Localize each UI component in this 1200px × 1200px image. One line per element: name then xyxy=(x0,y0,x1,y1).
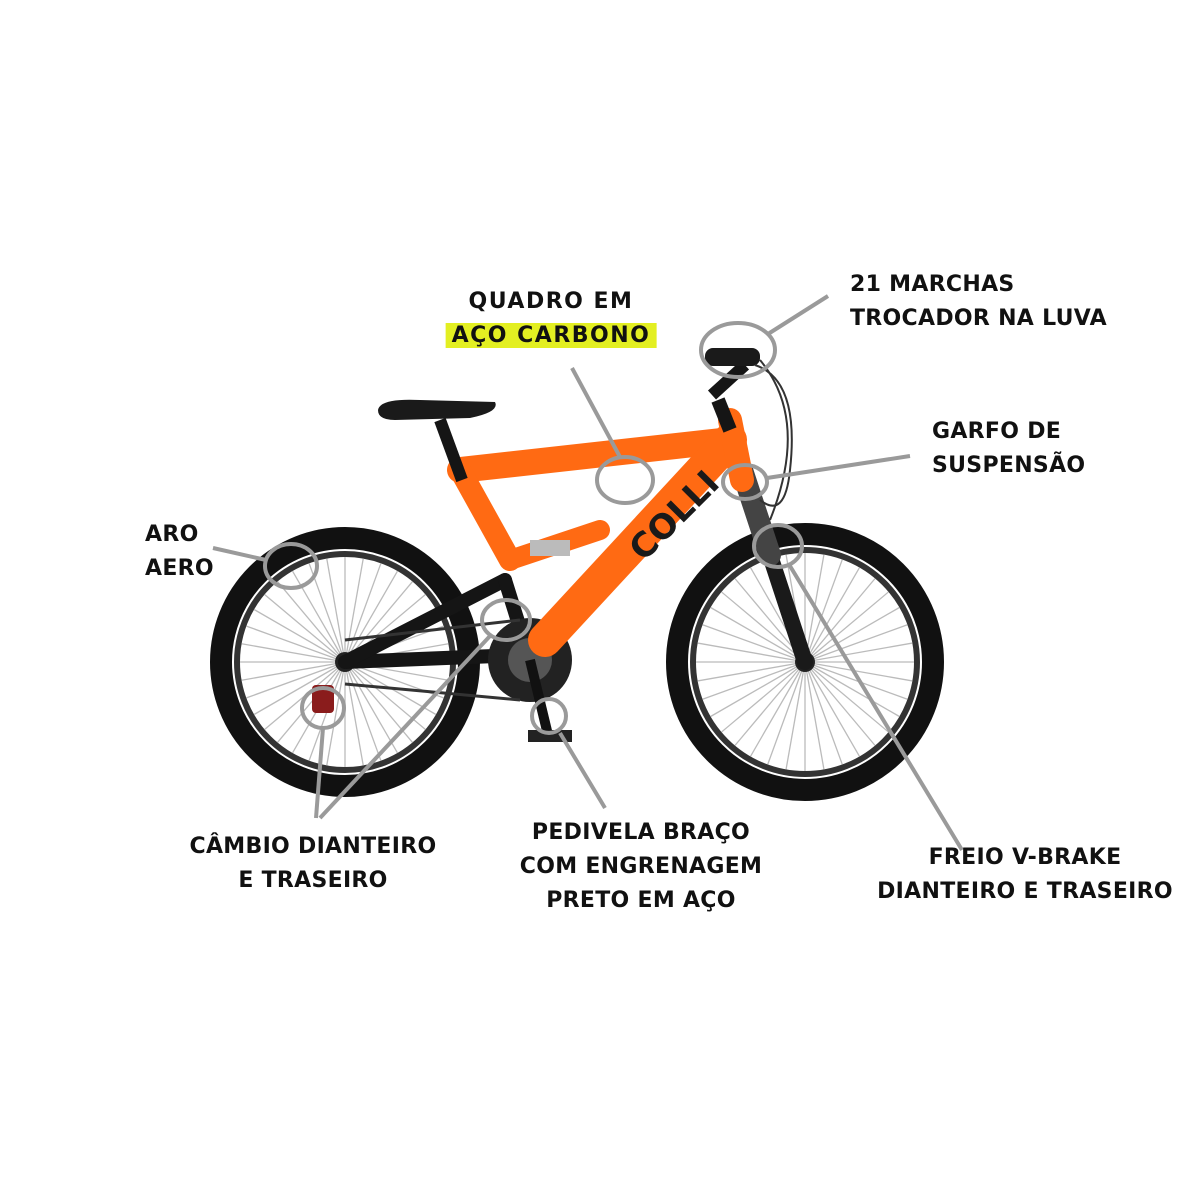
spoke xyxy=(804,661,908,700)
spoke xyxy=(804,567,861,663)
crank-arm xyxy=(525,658,553,737)
spoke xyxy=(785,661,806,770)
spoke xyxy=(264,594,346,663)
spoke xyxy=(697,661,806,682)
callout-rim: ARO AERO xyxy=(145,518,214,586)
callout-text: PRETO EM AÇO xyxy=(546,888,736,913)
callout-frame: QUADRO EM AÇO CARBONO xyxy=(445,285,657,353)
callout-crankset: PEDIVELA BRAÇO COM ENGRENAGEM PRETO EM A… xyxy=(520,816,762,918)
callout-text: AERO xyxy=(145,556,214,581)
spoke xyxy=(804,591,889,663)
callout-brakes: FREIO V-BRAKE DIANTEIRO E TRASEIRO xyxy=(877,841,1173,909)
spoke xyxy=(767,661,806,765)
callout-text: CÂMBIO DIANTEIRO xyxy=(189,834,437,859)
callout-text: FREIO V-BRAKE xyxy=(928,845,1122,870)
callout-text: TROCADOR NA LUVA xyxy=(850,306,1107,331)
spoke xyxy=(326,661,346,766)
spoke xyxy=(804,661,843,765)
spoke xyxy=(344,661,399,754)
spoke xyxy=(241,661,346,681)
spoke xyxy=(804,642,913,663)
spoke xyxy=(721,591,806,663)
callout-shifters: 21 MARCHAS TROCADOR NA LUVA xyxy=(850,268,1107,336)
callout-fork: GARFO DE SUSPENSÃO xyxy=(932,415,1085,483)
rear-derailleur xyxy=(312,685,334,713)
callout-highlight: AÇO CARBONO xyxy=(445,319,657,353)
handlebar-grip xyxy=(705,348,760,366)
spoke xyxy=(246,625,346,663)
callout-text: ARO xyxy=(145,522,199,547)
spoke xyxy=(344,661,382,761)
callout-text: E TRASEIRO xyxy=(238,868,388,893)
spoke xyxy=(749,661,806,757)
spoke xyxy=(804,661,900,718)
spoke xyxy=(246,661,346,699)
stem xyxy=(707,360,750,400)
spoke xyxy=(721,661,806,733)
spoke xyxy=(734,661,806,746)
spoke xyxy=(710,606,806,663)
rear-shock xyxy=(530,540,570,556)
spoke xyxy=(804,661,861,757)
spoke xyxy=(277,581,346,663)
spoke xyxy=(804,559,843,663)
spoke xyxy=(804,624,908,663)
spoke xyxy=(804,661,889,733)
brake-cable xyxy=(754,364,793,507)
spoke xyxy=(702,624,806,663)
front-wheel xyxy=(666,523,944,801)
spoke xyxy=(702,661,806,700)
spoke xyxy=(308,563,346,663)
spoke xyxy=(344,558,364,663)
callout-markers xyxy=(212,294,964,852)
spoke xyxy=(253,661,346,716)
spoke xyxy=(344,570,399,663)
spoke xyxy=(344,563,382,663)
saddle xyxy=(378,399,496,420)
spoke xyxy=(326,558,346,663)
callout-text: SUSPENSÃO xyxy=(932,453,1086,478)
callout-text: GARFO DE xyxy=(932,419,1062,444)
spoke xyxy=(804,661,913,682)
spoke xyxy=(697,642,806,663)
callout-text: COM ENGRENAGEM xyxy=(519,854,763,879)
callout-derailleurs: CÂMBIO DIANTEIRO E TRASEIRO xyxy=(190,830,437,898)
spoke xyxy=(804,606,900,663)
spoke xyxy=(804,661,825,770)
spoke xyxy=(241,643,346,663)
frame xyxy=(447,408,754,657)
spoke xyxy=(277,661,346,743)
seat-post xyxy=(434,417,468,483)
spoke xyxy=(710,661,806,718)
callout-text: PEDIVELA BRAÇO xyxy=(531,820,751,845)
spoke xyxy=(804,578,876,663)
spoke xyxy=(804,661,876,746)
callout-text: 21 MARCHAS xyxy=(850,272,1015,297)
callout-text: QUADRO EM xyxy=(468,289,634,314)
spoke xyxy=(253,608,346,663)
callout-text: DIANTEIRO E TRASEIRO xyxy=(877,879,1173,904)
spoke xyxy=(344,661,364,766)
